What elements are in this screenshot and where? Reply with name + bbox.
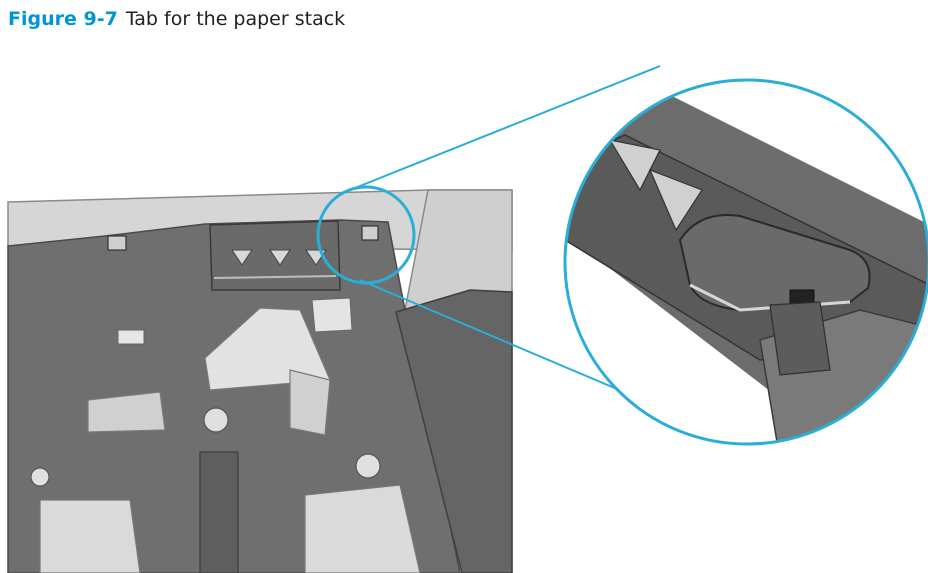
zoom-ledge — [769, 301, 831, 376]
tray-hole — [203, 407, 229, 433]
arrow-down-icon — [269, 249, 291, 266]
zoom-arrow — [648, 168, 703, 232]
figure-title: Tab for the paper stack — [125, 8, 346, 30]
zoom-circle — [563, 78, 928, 446]
paper-tray — [7, 189, 513, 573]
tray-hole — [30, 467, 50, 487]
highlight-circle — [316, 185, 416, 285]
tray-foot-right — [304, 484, 421, 573]
tray-rib-right — [289, 369, 331, 436]
tray-floor-highlight — [204, 307, 331, 391]
tray-rib-left — [87, 391, 166, 433]
arrow-down-icon — [231, 249, 253, 266]
zoom-detail — [565, 80, 928, 444]
paper-tray-illustration — [7, 65, 928, 573]
tray-slot — [117, 329, 145, 345]
figure-number: Figure 9-7 — [8, 8, 118, 30]
figure-caption: Figure 9-7 Tab for the paper stack — [8, 6, 345, 32]
paper-stack-tab — [361, 225, 379, 241]
callout-line — [349, 65, 661, 191]
tray-foot-left — [39, 499, 141, 573]
tray-square-tab — [107, 235, 127, 251]
zoom-paper-stack-tab — [678, 214, 871, 312]
tray-channel — [199, 451, 239, 573]
tray-clip — [311, 297, 353, 333]
tray-hole — [355, 453, 381, 479]
tray-side-panel — [395, 289, 513, 573]
paper-guide-edge — [213, 275, 337, 279]
